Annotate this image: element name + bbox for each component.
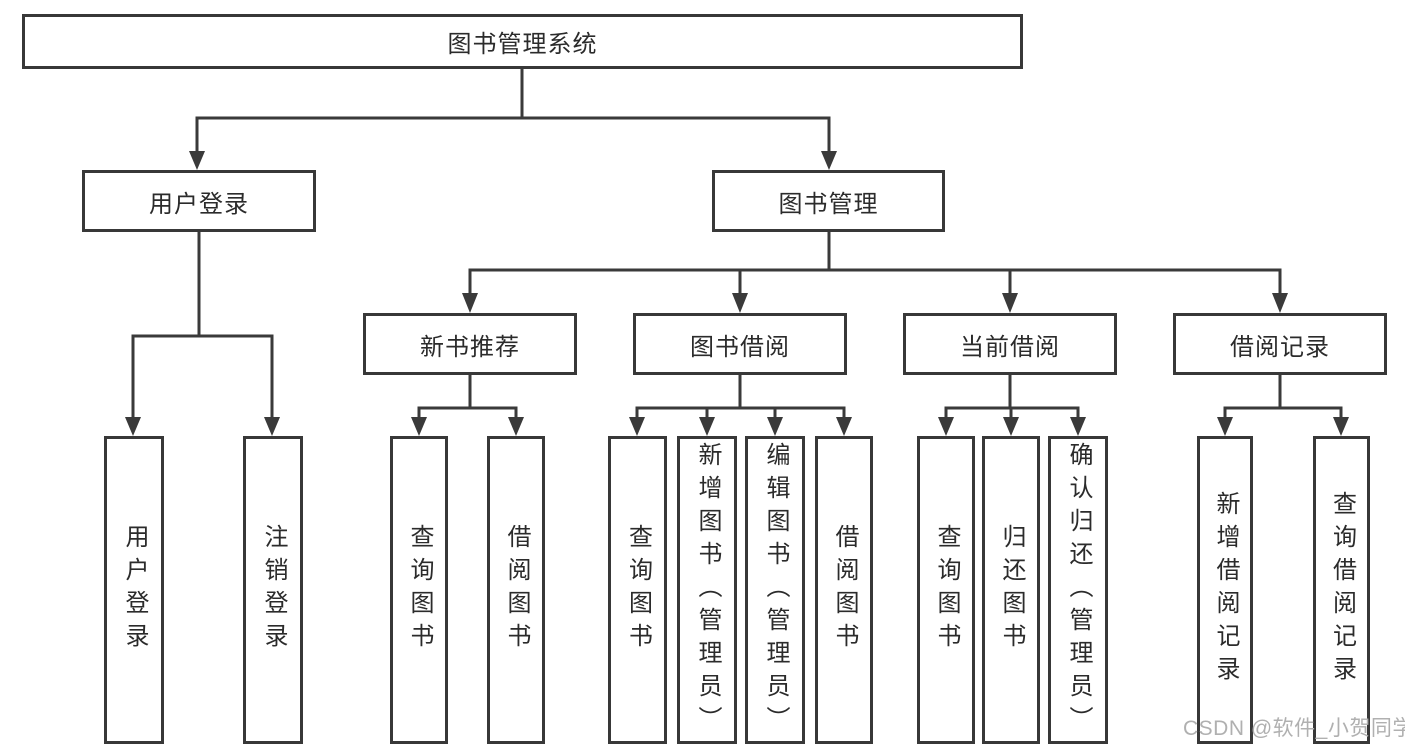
node-book-management: 图书管理 xyxy=(712,170,945,232)
node-borrowing-records: 借阅记录 xyxy=(1173,313,1387,375)
arrowhead-icons xyxy=(125,151,1349,436)
node-user-login: 用户登录 xyxy=(82,170,316,232)
leaf-label: 用户登录 xyxy=(121,524,148,656)
leaf-label: 查询借阅记录 xyxy=(1328,491,1356,689)
node-leaf-confirm-return-admin: 确认归还（管理员） xyxy=(1048,436,1108,744)
leaf-label: 查询图书 xyxy=(933,524,960,656)
leaf-label: 归还图书 xyxy=(998,524,1025,656)
leaf-label: 新增图书（管理员） xyxy=(694,441,721,739)
node-leaf-query-books-2: 查询图书 xyxy=(608,436,667,744)
node-leaf-query-books-3: 查询图书 xyxy=(917,436,975,744)
node-current-borrowing: 当前借阅 xyxy=(903,313,1117,375)
node-leaf-query-books-1: 查询图书 xyxy=(390,436,448,744)
leaf-label: 新增借阅记录 xyxy=(1212,491,1239,689)
leaf-label: 编辑图书（管理员） xyxy=(762,441,789,739)
node-leaf-add-book-admin: 新增图书（管理员） xyxy=(677,436,737,744)
leaf-label: 确认归还（管理员） xyxy=(1065,441,1092,739)
leaf-label: 注销登录 xyxy=(260,524,287,656)
node-new-book-recommendation: 新书推荐 xyxy=(363,313,577,375)
node-leaf-add-borrow-record: 新增借阅记录 xyxy=(1197,436,1253,744)
node-leaf-edit-book-admin: 编辑图书（管理员） xyxy=(745,436,805,744)
node-book-borrowing: 图书借阅 xyxy=(633,313,847,375)
leaf-label: 查询图书 xyxy=(406,524,433,656)
node-leaf-user-login: 用户登录 xyxy=(104,436,164,744)
node-leaf-borrow-books-1: 借阅图书 xyxy=(487,436,545,744)
csdn-watermark: CSDN @软件_小贺同学 xyxy=(1183,717,1405,740)
leaf-label: 借阅图书 xyxy=(503,524,530,656)
leaf-label: 查询图书 xyxy=(624,524,652,656)
node-library-management-system: 图书管理系统 xyxy=(22,14,1023,69)
node-leaf-return-books: 归还图书 xyxy=(982,436,1040,744)
node-leaf-query-borrow-record: 查询借阅记录 xyxy=(1313,436,1370,744)
node-leaf-logout: 注销登录 xyxy=(243,436,303,744)
node-leaf-borrow-books-2: 借阅图书 xyxy=(815,436,873,744)
leaf-label: 借阅图书 xyxy=(831,524,858,656)
